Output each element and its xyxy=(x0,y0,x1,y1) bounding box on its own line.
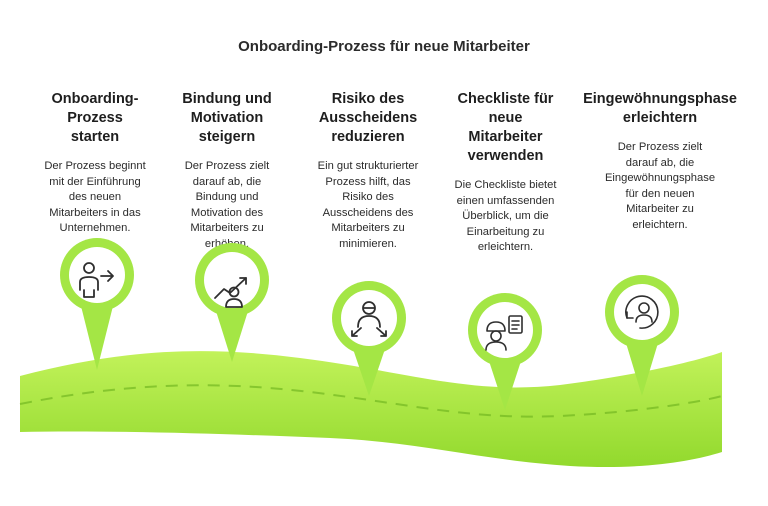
pin-2 xyxy=(195,243,269,362)
step-title: Risiko des Ausscheidens reduzieren xyxy=(318,91,418,145)
pin-1 xyxy=(60,238,134,370)
person-cycle-icon xyxy=(625,295,659,329)
step-title: Eingewöhnungsphase erleichtern xyxy=(583,91,737,126)
step-2: Bindung und Motivation steigern Der Proz… xyxy=(152,90,302,252)
person-growth-icon xyxy=(214,277,247,308)
step-description: Der Prozess beginnt mit der Einführung d… xyxy=(44,160,146,234)
step-description: Der Prozess zielt darauf ab, die Bindung… xyxy=(184,160,270,250)
step-description: Der Prozess zielt darauf ab, die Eingewö… xyxy=(604,141,716,231)
step-4: Checkliste für neue Mitarbeiter verwende… xyxy=(428,90,583,256)
pin-3 xyxy=(332,281,406,396)
person-arrows-icon xyxy=(351,301,387,337)
person-arrow-icon xyxy=(79,262,114,298)
step-description: Ein gut strukturierter Prozess hilft, da… xyxy=(317,160,419,250)
road xyxy=(20,351,722,468)
step-3: Risiko des Ausscheidens reduzieren Ein g… xyxy=(288,90,448,252)
road-center-line xyxy=(19,384,723,418)
step-title: Bindung und Motivation steigern xyxy=(182,91,272,145)
step-title: Onboarding- Prozess starten xyxy=(51,91,139,145)
page-title: Onboarding-Prozess für neue Mitarbeiter xyxy=(238,38,530,55)
worker-checklist-icon xyxy=(485,315,523,351)
pin-5 xyxy=(605,275,679,396)
step-5: Eingewöhnungsphase erleichtern Der Proze… xyxy=(572,90,748,233)
step-1: Onboarding- Prozess starten Der Prozess … xyxy=(20,90,170,237)
step-title: Checkliste für neue Mitarbeiter verwende… xyxy=(457,91,554,164)
step-description: Die Checkliste bietet einen umfassenden … xyxy=(454,179,557,253)
pin-4 xyxy=(468,293,542,410)
